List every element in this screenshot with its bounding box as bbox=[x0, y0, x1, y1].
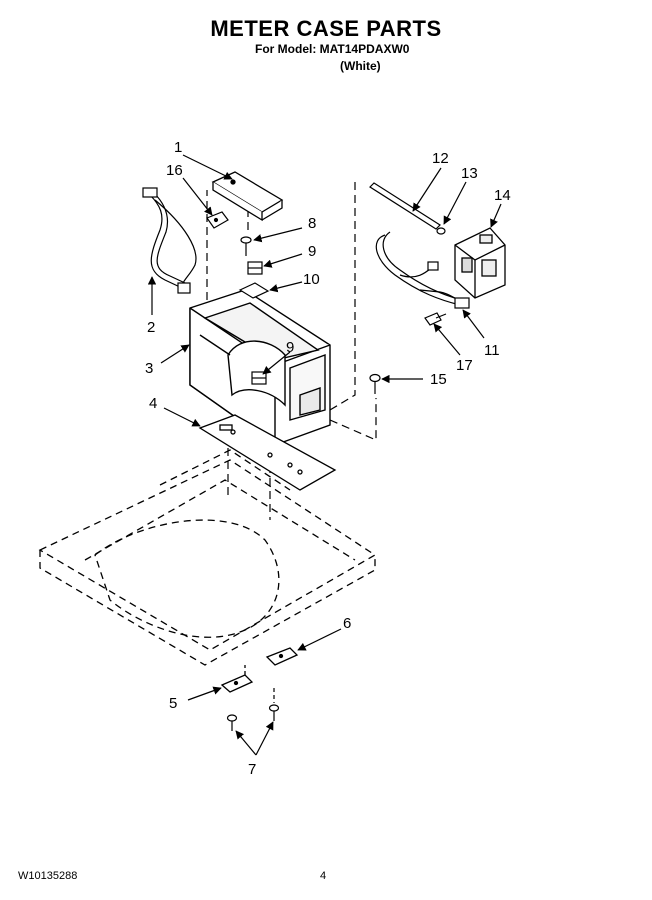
model-line: For Model: MAT14PDAXW0 bbox=[255, 42, 410, 56]
meter-case bbox=[189, 289, 331, 446]
bracket-6 bbox=[265, 647, 299, 666]
shaft-12 bbox=[369, 182, 441, 230]
callout-9-lower: 9 bbox=[286, 339, 294, 356]
wire-harness-2 bbox=[142, 187, 197, 294]
screw-15 bbox=[369, 373, 381, 394]
callout-6: 6 bbox=[343, 615, 351, 632]
callout-9-upper: 9 bbox=[308, 243, 316, 260]
callout-3: 3 bbox=[145, 360, 153, 377]
callout-17: 17 bbox=[456, 357, 473, 374]
plate-10 bbox=[238, 282, 270, 299]
variant-label: (White) bbox=[340, 59, 381, 73]
callout-8: 8 bbox=[308, 215, 316, 232]
callout-11: 11 bbox=[484, 342, 500, 359]
callout-labels: 1 16 2 3 4 8 9 10 9 12 13 14 11 17 15 6 … bbox=[145, 139, 511, 778]
plate-4 bbox=[198, 414, 337, 491]
screw-17 bbox=[424, 312, 447, 326]
leader-lines bbox=[147, 154, 502, 756]
page-title: METER CASE PARTS bbox=[210, 16, 442, 41]
callout-4: 4 bbox=[149, 395, 157, 412]
callout-5: 5 bbox=[169, 695, 177, 712]
ring-13 bbox=[436, 227, 446, 235]
callout-1: 1 bbox=[174, 139, 182, 156]
screw-8 bbox=[240, 236, 252, 256]
screws-7 bbox=[226, 688, 280, 731]
callout-14: 14 bbox=[494, 187, 511, 204]
callout-7: 7 bbox=[248, 761, 256, 778]
timer-14 bbox=[454, 227, 506, 299]
page-number: 4 bbox=[320, 870, 327, 882]
document-number: W10135288 bbox=[18, 870, 78, 882]
wire-harness-11 bbox=[375, 231, 470, 309]
callout-12: 12 bbox=[432, 150, 449, 167]
switch-9-upper bbox=[247, 261, 263, 275]
washer-top-outline bbox=[38, 449, 377, 666]
callout-16: 16 bbox=[166, 162, 183, 179]
bracket-1 bbox=[211, 171, 284, 222]
clip-16 bbox=[206, 211, 229, 229]
bracket-5 bbox=[220, 665, 254, 693]
callout-10: 10 bbox=[303, 271, 320, 288]
switch-9-lower bbox=[251, 371, 267, 385]
callout-2: 2 bbox=[147, 319, 155, 336]
callout-15: 15 bbox=[430, 371, 447, 388]
callout-13: 13 bbox=[461, 165, 478, 182]
